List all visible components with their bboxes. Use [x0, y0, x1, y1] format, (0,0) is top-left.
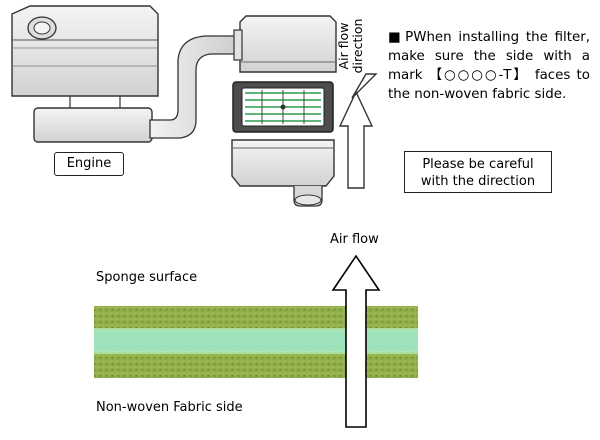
air-cleaner-upper-case: [233, 15, 337, 73]
air-flow-label: Air flow: [330, 232, 379, 247]
engine-illustration: [11, 5, 159, 143]
note-text: PWhen installing the filter, make sure t…: [388, 30, 590, 102]
non-woven-fabric-label: Non-woven Fabric side: [96, 400, 243, 415]
air-flow-direction-arrow: [338, 73, 378, 189]
installation-note: ■PWhen installing the filter, make sure …: [388, 28, 590, 104]
filter-element: [232, 81, 334, 133]
filter-cross-section-strip: [94, 306, 418, 378]
sponge-surface-label: Sponge surface: [96, 270, 198, 285]
intake-pipe: [149, 35, 236, 139]
engine-label: Engine: [54, 152, 124, 176]
note-bullet: ■: [388, 30, 404, 45]
air-flow-direction-label: Air flow direction: [336, 18, 365, 74]
careful-notice: Please be careful with the direction: [404, 151, 552, 193]
air-flow-arrow: [331, 254, 381, 428]
air-cleaner-lower-case: [231, 139, 335, 207]
